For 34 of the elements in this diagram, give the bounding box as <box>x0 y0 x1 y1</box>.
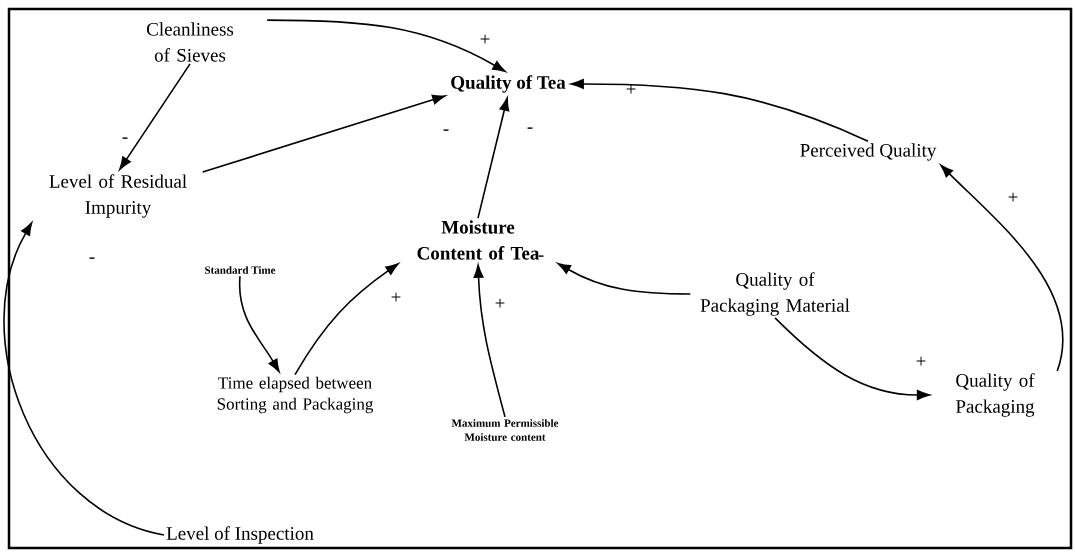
arrow <box>477 97 510 219</box>
variable-label: Quality of Packaging Material <box>700 272 850 316</box>
variable-label: Moisture Content of Tea <box>417 220 540 260</box>
arrow <box>774 317 931 400</box>
polarity-sign: - <box>89 257 95 259</box>
polarity-sign: - <box>443 129 449 131</box>
polarity-sign: - <box>122 137 128 139</box>
variable-label: Standard Time <box>205 266 276 274</box>
variable-label: Quality of Packaging <box>956 373 1035 417</box>
arrow <box>119 63 191 170</box>
polarity-sign: - <box>527 127 533 129</box>
arrow <box>238 275 280 373</box>
arrow <box>294 263 399 376</box>
polarity-sign: + <box>916 356 926 366</box>
polarity-sign: - <box>538 255 544 257</box>
arrow <box>3 222 165 536</box>
polarity-sign: + <box>480 34 490 44</box>
arrow <box>201 94 446 173</box>
variable-label: Level of Residual Impurity <box>49 174 187 218</box>
arrow <box>473 264 506 418</box>
arrow <box>940 164 1064 372</box>
variable-label: Maximum Permissible Moisture content <box>451 419 559 441</box>
arrow <box>266 19 506 73</box>
polarity-sign: + <box>626 84 636 94</box>
arrow <box>557 262 692 295</box>
variable-label: Cleanliness of Sieves <box>147 22 234 62</box>
variable-label: Quality of Tea <box>451 75 566 93</box>
variable-label: Time elapsed between Sorting and Packaging <box>217 376 374 414</box>
polarity-sign: + <box>1008 192 1018 202</box>
polarity-sign: + <box>495 298 505 308</box>
variable-label: Level of Inspection <box>166 526 314 544</box>
variable-label: Perceived Quality <box>800 143 937 161</box>
polarity-sign: + <box>391 292 401 302</box>
arrow <box>570 79 869 142</box>
